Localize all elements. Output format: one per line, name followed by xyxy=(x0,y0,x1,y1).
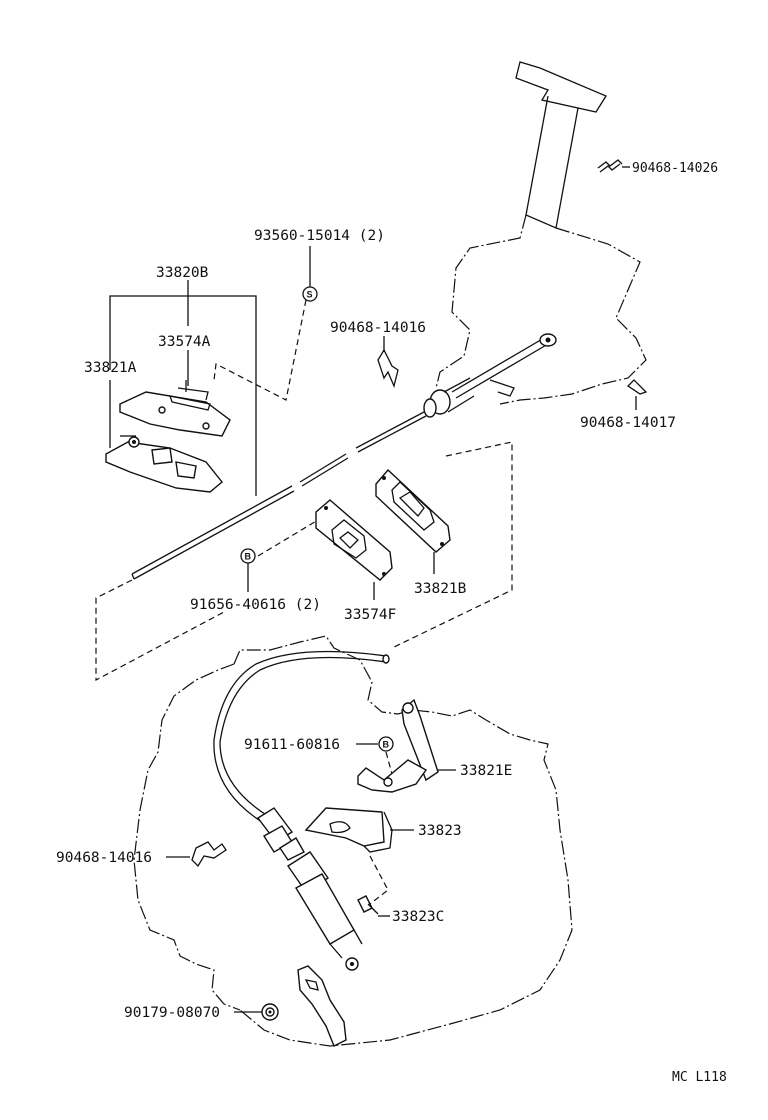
bracket-plate-lower xyxy=(105,435,223,493)
label-33823: 33823 xyxy=(418,823,462,839)
label-91656-40616: 91656-40616 (2) xyxy=(190,597,321,613)
transaxle-housing xyxy=(133,635,573,1047)
bracket-box-33820B xyxy=(109,280,257,496)
label-33821A: 33821A xyxy=(84,360,137,376)
label-90179-08070: 90179-08070 xyxy=(124,1005,220,1021)
plate-33821B xyxy=(375,468,451,553)
clip-90468-14016-bottom xyxy=(191,841,227,868)
svg-text:B: B xyxy=(245,552,252,562)
label-33821E: 33821E xyxy=(460,763,512,779)
label-93560-15014: 93560-15014 (2) xyxy=(254,228,385,244)
s-badge: S xyxy=(302,286,318,302)
bracket-plate-upper xyxy=(119,380,231,437)
svg-text:S: S xyxy=(307,290,313,300)
clip-90468-14026 xyxy=(597,159,623,173)
control-cable-lower xyxy=(213,650,390,971)
label-90468-14017: 90468-14017 xyxy=(580,415,676,431)
nut-90179-08070 xyxy=(261,1003,279,1021)
label-33574A: 33574A xyxy=(158,334,211,350)
label-90468-14026: 90468-14026 xyxy=(632,161,718,176)
b-badge-2: B xyxy=(378,736,394,752)
clip-90468-14016-top xyxy=(377,348,399,389)
bolt-33823C xyxy=(357,895,379,915)
label-90468-14016-bottom: 90468-14016 xyxy=(56,850,152,866)
shift-lever-assembly xyxy=(435,61,647,405)
lever-33821E xyxy=(357,698,439,793)
bracket-33823 xyxy=(304,807,393,853)
retainer-bracket xyxy=(297,965,347,1047)
control-cable-upper xyxy=(131,333,557,580)
svg-text:B: B xyxy=(383,740,390,750)
label-33821B: 33821B xyxy=(414,581,467,597)
clip-90468-14017 xyxy=(626,379,648,395)
label-90468-14016-top: 90468-14016 xyxy=(330,320,426,336)
label-33574F: 33574F xyxy=(344,607,396,623)
b-badge-1: B xyxy=(240,548,256,564)
label-33823C: 33823C xyxy=(392,909,444,925)
label-91611-60816: 91611-60816 xyxy=(244,737,340,753)
plate-33574F xyxy=(315,499,393,581)
footer-code: MC L118 xyxy=(672,1070,727,1085)
label-33820B: 33820B xyxy=(156,265,209,281)
